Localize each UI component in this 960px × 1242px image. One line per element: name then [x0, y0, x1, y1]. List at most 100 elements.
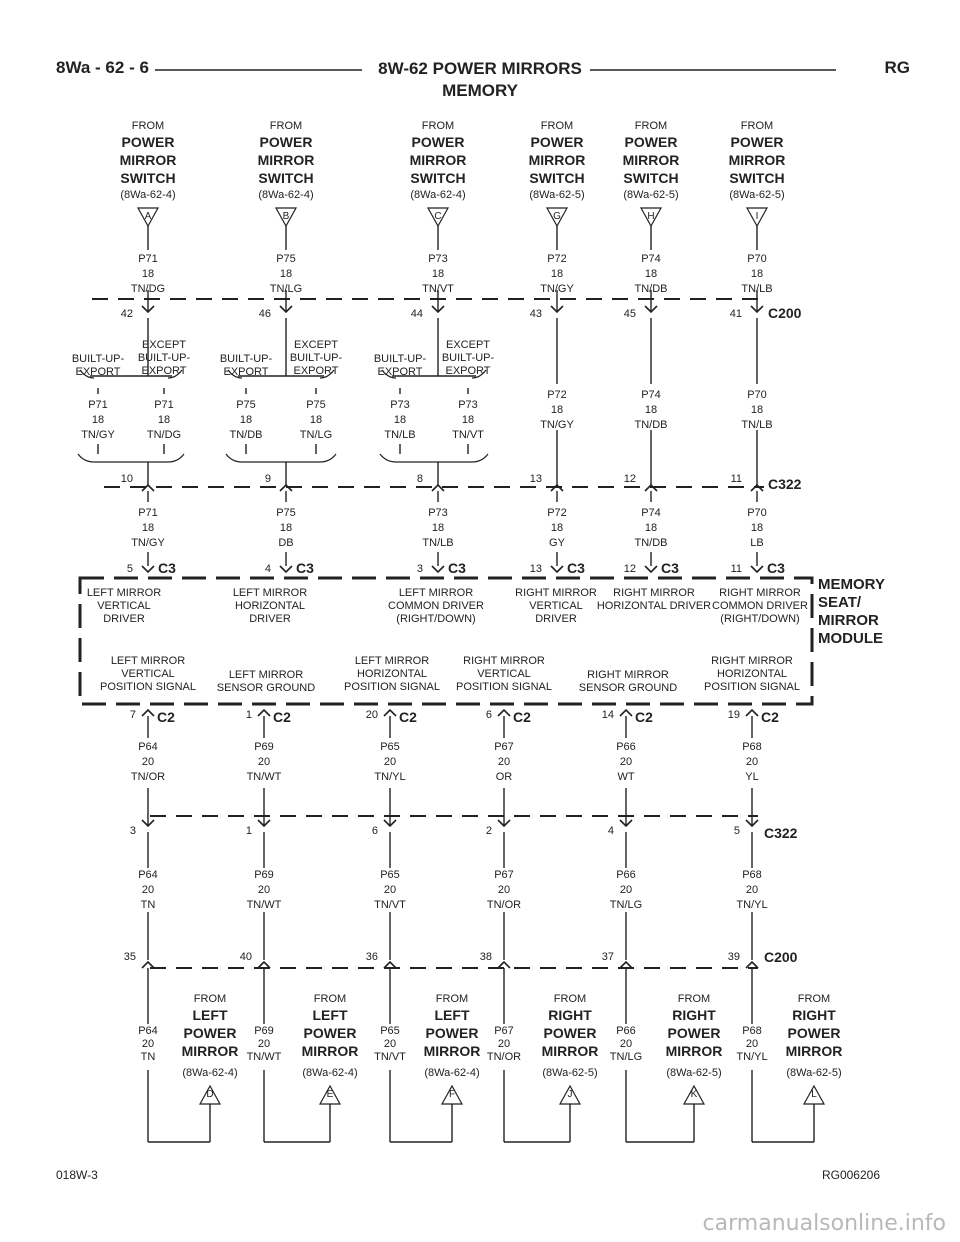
wire-label: P67 [494, 741, 514, 753]
wire-label: 18 [751, 268, 763, 280]
wire-label: TN/LB [741, 283, 772, 295]
connector-pin-mark [383, 708, 397, 717]
target-name: LEFT [193, 1007, 228, 1023]
wire-label: 20 [142, 884, 154, 896]
wire-label: 20 [746, 1038, 758, 1050]
connector-pin-number: 1 [246, 825, 252, 837]
wire-label: 18 [645, 268, 657, 280]
option-label: EXPORT [141, 365, 186, 377]
source-terminal [426, 207, 450, 228]
wire-label: TN/GY [540, 419, 574, 431]
wire-label: TN/VT [374, 1051, 406, 1063]
module-name: MIRROR [818, 612, 879, 629]
module-pin-function: LEFT MIRROR [87, 587, 161, 599]
module-pin-function: POSITION SIGNAL [704, 681, 800, 693]
wire-label: DB [278, 537, 293, 549]
wire-label: TN/WT [247, 771, 282, 783]
wire-label: TN/LG [300, 429, 332, 441]
connector-pin-mark [257, 819, 271, 828]
wire-label: TN/VT [374, 899, 406, 911]
wire-label: 18 [751, 522, 763, 534]
connector-pin-number: 1 [246, 709, 252, 721]
wire-label: 20 [620, 756, 632, 768]
module-pin-function: LEFT MIRROR [355, 655, 429, 667]
source-page-ref: (8Wa-62-5) [623, 189, 678, 201]
wire-label: P71 [138, 507, 158, 519]
target-from-label: FROM [314, 993, 346, 1005]
wire-label: P68 [742, 741, 762, 753]
wire-label: 18 [645, 404, 657, 416]
wire-label: P67 [494, 869, 514, 881]
connector-name: C3 [296, 560, 314, 576]
wire-label: P75 [306, 399, 326, 411]
connector-pin-mark [550, 565, 564, 574]
wire-label: 18 [551, 404, 563, 416]
connector-pin-number: 38 [480, 951, 492, 963]
connector-pin-mark [745, 708, 759, 717]
wire-label: P68 [742, 869, 762, 881]
wire-label: P66 [616, 869, 636, 881]
module-pin-function: POSITION SIGNAL [100, 681, 196, 693]
terminal-label: I [756, 211, 759, 222]
connector-pin-mark [750, 305, 764, 314]
target-name: RIGHT [792, 1007, 836, 1023]
connector-name: C200 [764, 949, 798, 965]
wire-label: 20 [142, 756, 154, 768]
terminal-label: E [327, 1089, 334, 1100]
wire-label: P72 [547, 253, 567, 265]
source-name: POWER [625, 134, 678, 150]
connector-pin-mark [257, 708, 271, 717]
target-page-ref: (8Wa-62-5) [666, 1067, 721, 1079]
wire-label: TN/VT [422, 283, 454, 295]
source-name: POWER [731, 134, 784, 150]
module-pin-function: SENSOR GROUND [217, 682, 315, 694]
wire-label: P73 [428, 507, 448, 519]
module-pin-function: RIGHT MIRROR [463, 655, 545, 667]
module-pin-function: VERTICAL [97, 600, 151, 612]
module-pin-function: POSITION SIGNAL [456, 681, 552, 693]
wire-label: P65 [380, 869, 400, 881]
connector-name: C3 [567, 560, 585, 576]
wire-label: WT [617, 771, 634, 783]
source-from-label: FROM [132, 120, 164, 132]
source-from-label: FROM [635, 120, 667, 132]
connector-pin-number: 5 [127, 563, 133, 575]
connector-pin-mark [141, 960, 155, 969]
connector-pin-mark [279, 305, 293, 314]
target-name: POWER [184, 1025, 237, 1041]
target-name: LEFT [313, 1007, 348, 1023]
target-name: POWER [668, 1025, 721, 1041]
connector-name: C3 [158, 560, 176, 576]
option-label: BUILT-UP- [290, 352, 343, 364]
module-pin-function: LEFT MIRROR [399, 587, 473, 599]
wire-label: TN/LB [422, 537, 453, 549]
source-name: SWITCH [120, 170, 175, 186]
wire-label: 18 [751, 404, 763, 416]
split-merge [379, 453, 489, 463]
wire-label: TN/OR [487, 899, 521, 911]
connector-pin-mark [383, 960, 397, 969]
connector-pin-mark [279, 483, 293, 492]
connector-pin-number: 43 [530, 308, 542, 320]
split-bracket [227, 369, 243, 379]
terminal-label: G [553, 211, 561, 222]
connector-pin-number: 4 [265, 563, 271, 575]
wire-label: P71 [88, 399, 108, 411]
source-name: MIRROR [410, 152, 467, 168]
wire-label: 18 [158, 414, 170, 426]
wire-label: TN/LG [610, 899, 642, 911]
option-label: BUILT-UP- [72, 353, 125, 365]
option-label: EXPORT [293, 365, 338, 377]
connector-pin-number: 46 [259, 308, 271, 320]
connector-pin-number: 2 [486, 825, 492, 837]
wire-label: P73 [458, 399, 478, 411]
page-title-line1: 8W-62 POWER MIRRORS [370, 59, 590, 78]
wire-label: P70 [747, 253, 767, 265]
split-bracket [319, 369, 335, 379]
source-name: SWITCH [729, 170, 784, 186]
source-page-ref: (8Wa-62-4) [120, 189, 175, 201]
terminal-label: D [206, 1089, 213, 1100]
wire-label: P66 [616, 741, 636, 753]
target-name: MIRROR [542, 1043, 599, 1059]
connector-pin-number: 10 [121, 473, 133, 485]
